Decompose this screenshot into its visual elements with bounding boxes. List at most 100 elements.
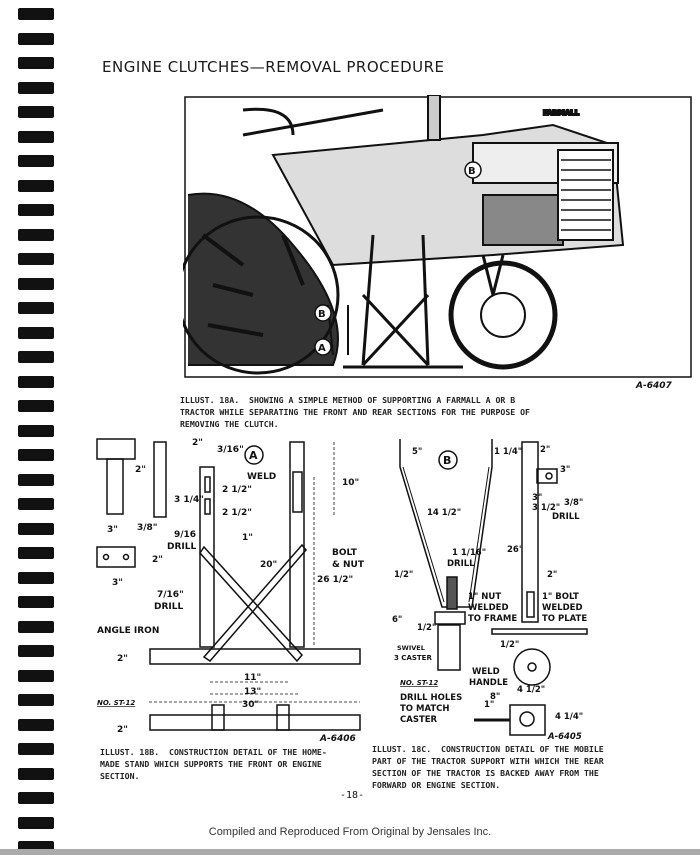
binding-ring <box>18 57 54 69</box>
svg-text:2": 2" <box>117 725 128 735</box>
svg-text:26": 26" <box>507 545 523 555</box>
svg-text:DRILL HOLES: DRILL HOLES <box>400 693 462 703</box>
marker-a <box>244 445 264 465</box>
svg-text:DRILL: DRILL <box>552 512 580 522</box>
binding-ring <box>18 473 54 486</box>
svg-text:1/2": 1/2" <box>500 640 519 650</box>
svg-text:20": 20" <box>260 560 277 570</box>
svg-text:3 1/2": 3 1/2" <box>532 503 560 513</box>
svg-text:1" NUT: 1" NUT <box>468 592 501 602</box>
svg-text:2": 2" <box>117 654 128 664</box>
svg-text:A: A <box>318 343 326 354</box>
figure-code: A-6407 <box>636 381 672 391</box>
binding-ring <box>18 816 54 829</box>
callout-a: A <box>314 338 332 356</box>
svg-text:2 1/2": 2 1/2" <box>222 508 252 518</box>
svg-text:1" BOLT: 1" BOLT <box>542 592 579 602</box>
svg-text:8": 8" <box>490 692 500 702</box>
svg-text:B: B <box>468 166 476 177</box>
caption-18a: ILLUST. 18A. SHOWING A SIMPLE METHOD OF … <box>180 395 530 429</box>
binding-ring <box>18 32 54 45</box>
binding-ring <box>18 253 54 265</box>
svg-text:WELD: WELD <box>247 472 276 482</box>
svg-text:3 1/4": 3 1/4" <box>174 495 204 505</box>
binding-ring <box>18 375 54 388</box>
binding-ring <box>18 718 54 731</box>
caption-18c: ILLUST. 18C. CONSTRUCTION DETAIL OF THE … <box>372 744 604 790</box>
binding-ring <box>18 694 54 706</box>
svg-text:& NUT: & NUT <box>332 560 365 570</box>
svg-text:26 1/2": 26 1/2" <box>317 575 353 585</box>
svg-text:B: B <box>318 309 326 320</box>
svg-text:BOLT: BOLT <box>332 548 358 558</box>
svg-text:2": 2" <box>135 465 146 475</box>
svg-text:30": 30" <box>242 700 259 710</box>
svg-text:1/2": 1/2" <box>394 570 413 580</box>
svg-text:4 1/2": 4 1/2" <box>517 685 545 695</box>
svg-text:DRILL: DRILL <box>154 602 183 612</box>
svg-text:SWIVEL: SWIVEL <box>397 644 425 652</box>
binding-ring <box>18 792 54 804</box>
binding-ring <box>18 8 54 20</box>
svg-text:3/8": 3/8" <box>137 523 158 533</box>
svg-text:TO MATCH: TO MATCH <box>400 704 450 714</box>
binding-ring <box>18 326 54 339</box>
svg-text:ANGLE IRON: ANGLE IRON <box>97 626 159 636</box>
svg-text:WELDED: WELDED <box>542 603 583 613</box>
svg-text:3": 3" <box>107 525 118 535</box>
svg-text:CASTER: CASTER <box>400 715 438 725</box>
svg-text:2": 2" <box>540 445 550 455</box>
svg-text:11": 11" <box>244 673 261 683</box>
svg-text:1 1/16": 1 1/16" <box>452 548 486 558</box>
svg-text:DRILL: DRILL <box>447 559 475 569</box>
binding-ring <box>18 155 54 167</box>
svg-text:3": 3" <box>112 578 123 588</box>
svg-text:NO. ST-12: NO. ST-12 <box>400 679 438 687</box>
svg-text:1 1/4": 1 1/4" <box>494 447 522 457</box>
binding-ring <box>18 743 54 755</box>
svg-text:3/16": 3/16" <box>217 445 244 455</box>
binding-ring <box>18 228 54 241</box>
svg-text:TO PLATE: TO PLATE <box>542 614 587 624</box>
svg-text:3/8": 3/8" <box>564 498 583 508</box>
binding-ring <box>18 302 54 314</box>
binding-ring <box>18 106 54 118</box>
caption-18b: ILLUST. 18B. CONSTRUCTION DETAIL OF THE … <box>100 747 327 781</box>
callout-b-engine: B <box>464 161 482 179</box>
svg-text:WELD: WELD <box>472 667 500 677</box>
svg-text:HANDLE: HANDLE <box>469 678 508 688</box>
binding-ring <box>18 449 54 461</box>
figure-code: A-6405 <box>547 732 582 742</box>
svg-text:TO FRAME: TO FRAME <box>468 614 517 624</box>
svg-text:2": 2" <box>547 570 557 580</box>
binding-ring <box>18 645 54 657</box>
svg-text:7/16": 7/16" <box>157 590 184 600</box>
svg-text:NO. ST-12: NO. ST-12 <box>97 699 135 707</box>
binding-ring <box>18 596 54 608</box>
marker-b <box>438 450 458 470</box>
svg-text:DRILL: DRILL <box>167 542 196 552</box>
svg-text:3": 3" <box>560 465 570 475</box>
svg-text:13": 13" <box>244 687 261 697</box>
svg-text:14 1/2": 14 1/2" <box>427 508 461 518</box>
binding-ring <box>18 767 54 780</box>
binding-ring <box>18 620 54 633</box>
binding-ring <box>18 179 54 192</box>
figure-code: A-6406 <box>319 734 356 742</box>
svg-text:3 CASTER: 3 CASTER <box>394 654 432 662</box>
svg-text:5": 5" <box>412 447 422 457</box>
stand-construction-diagram: 2" 2" 3/16" WELD 10" 2 1/2" 2 1/2" 3 1/4… <box>96 438 365 742</box>
spiral-binding <box>18 0 58 855</box>
svg-text:4 1/4": 4 1/4" <box>555 712 583 722</box>
binding-ring <box>18 277 54 290</box>
svg-text:A: A <box>249 449 258 462</box>
binding-ring <box>18 547 54 559</box>
mobile-support-diagram: 5" 1 1/4" 2" 3" 3" 3 1/2" 3/8" DRILL 14 … <box>392 439 588 742</box>
svg-text:WELDED: WELDED <box>468 603 509 613</box>
svg-text:FARMALL: FARMALL <box>543 109 580 117</box>
tractor-illustration: FARMALL A B B <box>183 95 692 378</box>
binding-ring <box>18 130 54 143</box>
binding-ring <box>18 498 54 510</box>
binding-ring <box>18 204 54 216</box>
svg-text:1": 1" <box>484 700 494 710</box>
